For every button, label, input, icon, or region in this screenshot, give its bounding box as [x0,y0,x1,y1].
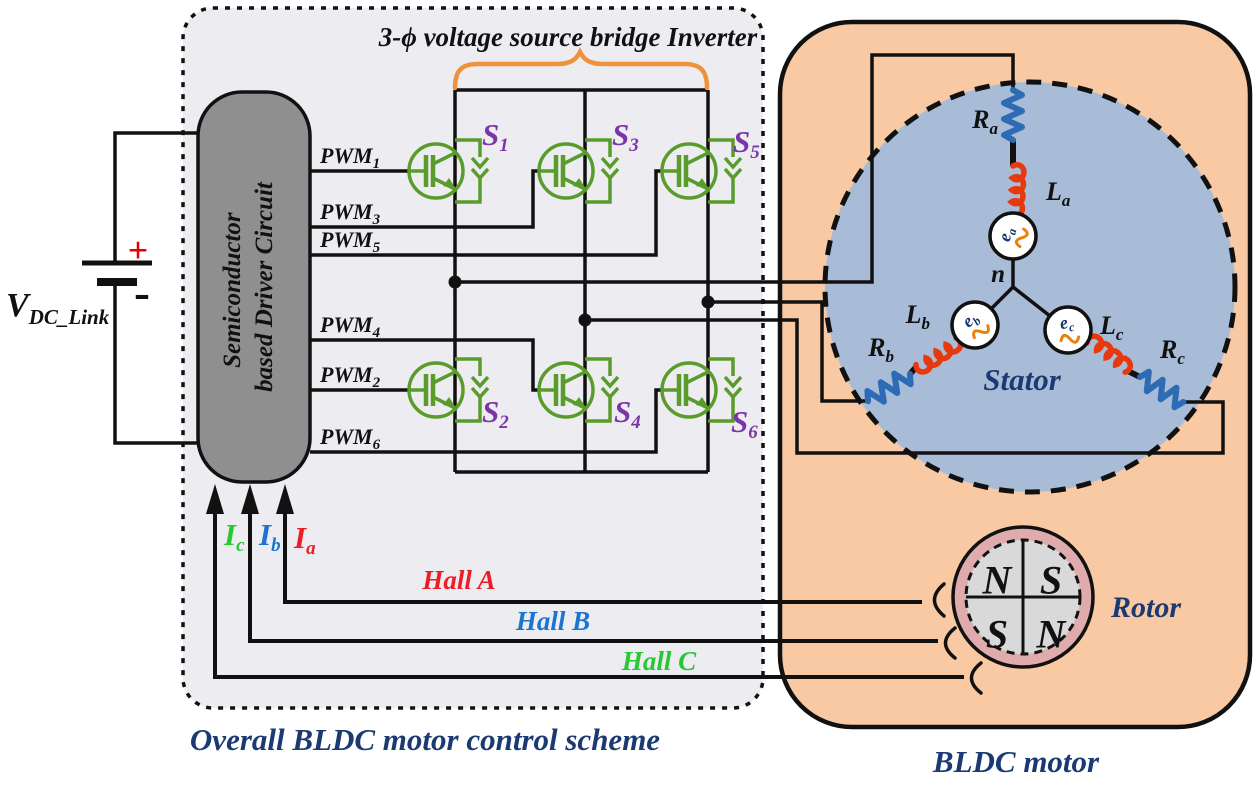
emf-ec: ec [1043,305,1093,355]
phase-c-node [701,295,715,309]
ib-arrowhead [241,484,259,514]
ic-label: Ic [223,517,245,556]
neutral-label: n [991,261,1005,288]
phase-b-node [578,313,592,327]
ib-label: Ib [258,517,281,556]
vdc-link-label: VDC_Link [6,287,110,329]
ia-line [283,514,922,604]
dc-wire-top [113,131,198,263]
n-to-eb [989,285,1015,311]
ea-label: ea [994,225,1019,243]
driver-circuit-box [196,90,312,484]
phase-a-node [448,275,462,289]
ia-label: Ia [293,520,316,559]
stator-circle [822,79,1238,495]
ea-sine-icon [1014,227,1029,249]
rotor-pole-ne: S [1040,558,1062,603]
inverter-brace [452,46,710,91]
ia-arrowhead [276,484,294,514]
rotor-cross [966,540,1080,654]
pwm5-lead [310,169,662,257]
phase-c-wire [708,300,870,403]
battery-plus: + [128,230,149,270]
control-scheme-caption: Overall BLDC motor control scheme [190,722,660,757]
s3-label: S3 [612,117,639,156]
stator-label: Stator [983,362,1061,397]
hall-a-sensor-arc [932,582,946,618]
hall-a-label: Hall A [421,565,495,595]
pwm1-label: PWM1 [319,143,380,172]
n-to-ec [1011,285,1052,318]
s1-label: S1 [482,117,509,156]
s5-label: S5 [733,124,760,163]
emf-eb: eb [950,300,1000,350]
pwm3-lead [310,169,539,229]
rotor-pole-sw: S [986,612,1008,657]
phase-b-wire [585,318,1225,455]
pwm6-label: PWM6 [319,424,381,453]
lb-label: Lb [905,300,930,333]
driver-circuit-label: Semiconductor based Driver Circuit [219,181,278,392]
s6-label: S6 [731,404,758,443]
rotor: N S S N [951,525,1095,669]
ra-label: Ra [971,105,998,138]
hall-c-label: Hall C [621,646,697,676]
rotor-pole-nw: N [982,558,1014,603]
dc-source [82,131,198,445]
pwm2-label: PWM2 [319,362,381,391]
bldc-motor-caption: BLDC motor [932,744,1100,779]
hall-b-sensor-arc [943,626,957,660]
rotor-label: Rotor [1110,591,1181,624]
pwm4-label: PWM4 [319,312,381,341]
ec-label: ec [1058,311,1076,336]
ic-line [213,514,964,679]
ic-arrowhead [206,484,224,514]
eb-sine-icon [972,324,990,340]
rb-label: Rb [867,333,894,366]
phase-a-wire [455,53,1015,284]
lc-label: Lc [1099,311,1124,344]
pwm5-label: PWM5 [319,227,381,256]
s4-label: S4 [614,394,641,433]
current-feedback [213,514,964,679]
pwm3-label: PWM3 [319,199,381,228]
ib-line [248,514,938,643]
inverter-title: 3-ϕ voltage source bridge Inverter [378,22,758,52]
rotor-pole-se: N [1036,612,1068,657]
hall-sensor-arcs [932,582,983,695]
hall-c-sensor-arc [969,661,983,695]
dc-wire-bottom [113,282,198,445]
s2-label: S2 [482,394,509,433]
la-label: La [1045,177,1071,210]
pwm6-lead [310,388,662,454]
ec-sine-icon [1059,333,1081,344]
emf-ea: ea [988,211,1038,261]
hall-b-label: Hall B [515,606,590,636]
pwm4-lead [310,338,539,392]
battery-minus: - [134,266,150,319]
rc-label: Rc [1159,335,1185,368]
